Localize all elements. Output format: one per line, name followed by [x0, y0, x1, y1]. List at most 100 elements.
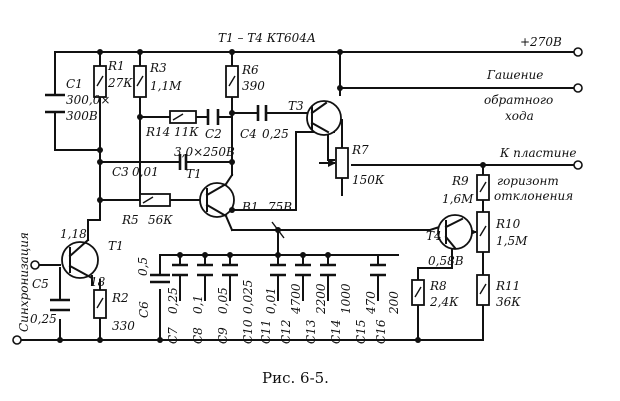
svg-text:4700: 4700 [289, 283, 303, 315]
plate-label-3: отклонения [494, 189, 573, 203]
svg-text:C16: C16 [374, 319, 388, 344]
t1-sync-name: T1 [108, 239, 124, 253]
c2-value: 3,0×250В [174, 145, 235, 159]
c3-name: C3 [112, 165, 129, 179]
junction-dots [57, 49, 486, 343]
r1-name: R1 [107, 59, 125, 73]
svg-text:C7: C7 [166, 327, 180, 344]
svg-text:0,25: 0,25 [166, 287, 180, 314]
svg-text:C12: C12 [279, 320, 293, 344]
cap-bank-wires [179, 254, 379, 301]
r14-name: R14 [145, 125, 170, 139]
c2-name: C2 [205, 127, 222, 141]
c2-plates [206, 109, 220, 125]
t3-leads [310, 101, 330, 134]
r8-name: R8 [429, 279, 447, 293]
c6-plates [150, 273, 170, 284]
voltage-label-1: 1,18 [60, 227, 87, 241]
c4-plates [256, 105, 268, 121]
r11-name: R11 [495, 279, 520, 293]
blanking-label-3: хода [505, 109, 534, 123]
t4-transistor-icon [437, 214, 473, 250]
c4-name: C4 [240, 127, 257, 141]
t4-leads [444, 217, 464, 250]
svg-text:0,01: 0,01 [264, 287, 278, 314]
sync-terminal [30, 260, 40, 270]
cap-bank-labels: C6 0,5 C7 0,25 C8 0,1 C9 0,05 C10 0,025 … [136, 257, 401, 344]
b1-leads [205, 173, 234, 232]
t4-name: T4 [426, 229, 442, 243]
r7-body [335, 147, 349, 179]
supply-label: +270В [520, 35, 562, 49]
svg-text:C11: C11 [259, 320, 273, 344]
voltage-label-2: 18 [90, 275, 106, 289]
svg-text:0,025: 0,025 [241, 280, 255, 314]
r2-name: R2 [111, 291, 129, 305]
r5-value: 56К [148, 213, 173, 227]
r10-value: 1,5М [496, 234, 528, 248]
svg-text:C9: C9 [216, 327, 230, 344]
supply-terminal [573, 47, 583, 57]
c5-name: C5 [32, 277, 49, 291]
cap-bank-plates [172, 263, 386, 277]
voltage-label-4: 0,58В [428, 254, 464, 268]
blanking-label-1: Гашение [486, 68, 543, 82]
svg-text:0,1: 0,1 [191, 295, 205, 314]
svg-text:C10: C10 [241, 319, 255, 344]
r7-name: R7 [351, 143, 369, 157]
svg-text:C14: C14 [329, 320, 343, 344]
resistor-marks [96, 75, 487, 309]
b1-name: B1 [241, 200, 258, 214]
r3-value: 1,1М [150, 79, 182, 93]
c4-value: 0,25 [262, 127, 289, 141]
t1-sync-leads [68, 238, 94, 280]
c3-value: 0,01 [132, 165, 159, 179]
ground-terminal [12, 335, 22, 345]
svg-text:0,5: 0,5 [136, 257, 150, 276]
r14-body [169, 110, 197, 124]
r7-value: 150К [352, 173, 385, 187]
plate-label-1: К пластине [499, 146, 576, 160]
plate-label-2: горизонт [497, 174, 559, 188]
svg-text:C6: C6 [137, 301, 151, 318]
plate-terminal [573, 160, 583, 170]
r9-name: R9 [451, 174, 469, 188]
voltage-label-3: 75В [268, 200, 292, 214]
c1-name: C1 [66, 77, 83, 91]
r8-value: 2,4К [429, 295, 459, 309]
r7-wiper-arrow [328, 159, 336, 167]
t3-name: T3 [288, 99, 304, 113]
c1-value2: 300В [66, 109, 98, 123]
c1-wire [54, 51, 101, 151]
t1a-name: T1 [186, 167, 202, 181]
sync-label: Синхронизация [17, 232, 31, 332]
r2-value: 330 [112, 319, 135, 333]
c3-plates [178, 154, 188, 170]
svg-text:C13: C13 [304, 319, 318, 344]
r14-value: 11К [174, 125, 199, 139]
svg-text:1000: 1000 [339, 283, 353, 314]
c5-plates [50, 298, 70, 312]
r11-value: 36К [496, 295, 521, 309]
c1-value: 300,0× [66, 93, 110, 107]
r3-name: R3 [149, 61, 167, 75]
transistor-type-label: T1 – T4 КТ604А [218, 31, 316, 45]
r10-name: R10 [495, 217, 521, 231]
blanking-terminal [573, 83, 583, 93]
t3-emitter-wire [231, 131, 335, 211]
c1-plates [45, 93, 65, 114]
figure-caption: Рис. 6-5. [262, 369, 329, 387]
c5-value: 0,25 [30, 312, 57, 326]
r6-name: R6 [241, 63, 259, 77]
svg-text:200: 200 [387, 291, 401, 315]
svg-text:C15: C15 [354, 320, 368, 344]
t4-emitter-wire [417, 247, 453, 341]
r9-value: 1,6М [442, 192, 474, 206]
svg-text:2200: 2200 [314, 283, 328, 315]
svg-text:0,05: 0,05 [216, 287, 230, 314]
blanking-label-2: обратного [484, 93, 553, 107]
r1-value: 27К [107, 76, 133, 90]
r6-value: 390 [242, 79, 265, 93]
svg-text:C8: C8 [191, 327, 205, 344]
